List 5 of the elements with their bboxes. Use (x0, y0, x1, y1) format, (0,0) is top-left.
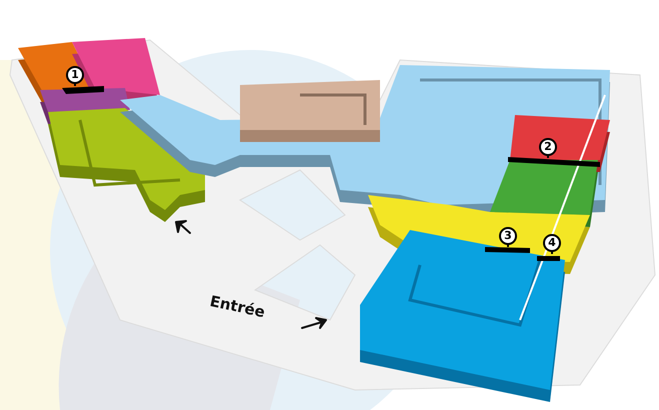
entrance-label: Entrée (208, 292, 267, 322)
callout-number: 4 (547, 235, 557, 251)
callout-number: 2 (543, 139, 553, 155)
callout-number: 1 (70, 67, 80, 83)
callout-number: 3 (503, 228, 513, 244)
